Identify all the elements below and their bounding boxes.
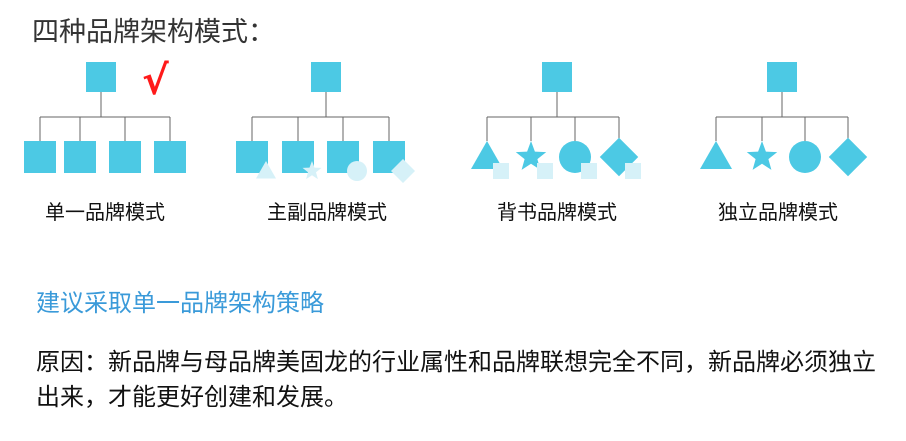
parent-brand-square xyxy=(86,62,116,92)
check-mark: √ xyxy=(142,58,169,104)
parent-brand-square xyxy=(311,62,341,92)
page-title: 四种品牌架构模式： xyxy=(32,17,275,48)
child-brand-square xyxy=(64,141,96,173)
caption-endorsed-brand: 背书品牌模式 xyxy=(497,200,617,224)
child-brand-square xyxy=(154,141,186,173)
child-brand-triangle xyxy=(700,141,732,169)
faded-triangle xyxy=(256,161,276,179)
caption-single-brand: 单一品牌模式 xyxy=(45,200,165,224)
child-brand-circle xyxy=(789,141,821,173)
faded-square xyxy=(493,163,509,179)
child-brand-triangle xyxy=(471,141,503,169)
faded-circle xyxy=(347,161,367,181)
child-brand-square xyxy=(109,141,141,173)
faded-square xyxy=(537,163,553,179)
reason-text: 原因：新品牌与母品牌美固龙的行业属性和品牌联想完全不同，新品牌必须独立出来，才能… xyxy=(36,348,876,411)
recommendation-text: 建议采取单一品牌架构策略 xyxy=(36,289,324,317)
child-brand-star xyxy=(746,141,778,170)
brand-architecture-diagrams xyxy=(24,62,868,183)
faded-square xyxy=(625,163,641,179)
faded-star xyxy=(302,161,322,180)
parent-brand-square xyxy=(542,62,572,92)
caption-sub-brand: 主副品牌模式 xyxy=(267,200,387,224)
caption-independent-brand: 独立品牌模式 xyxy=(718,200,838,224)
faded-diamond xyxy=(391,159,415,183)
child-brand-diamond xyxy=(828,137,868,177)
parent-brand-square xyxy=(767,62,797,92)
child-brand-star xyxy=(515,141,547,170)
faded-square xyxy=(581,163,597,179)
child-brand-square xyxy=(24,141,56,173)
